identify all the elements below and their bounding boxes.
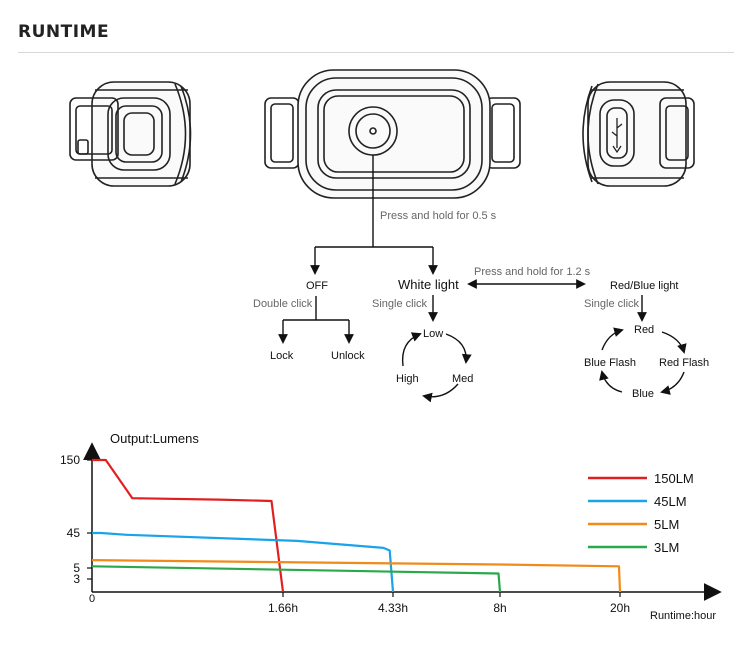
off-label: OFF xyxy=(306,280,328,292)
title-divider xyxy=(18,52,734,53)
y-tick-label: 150 xyxy=(60,453,80,467)
x-tick-label: 4.33h xyxy=(378,601,408,615)
series-line-150lm xyxy=(92,458,285,593)
single-click-white-label: Single click xyxy=(372,298,428,310)
lock-label: Lock xyxy=(270,350,294,362)
y-tick-label: 3 xyxy=(73,572,80,586)
press-hold-short-label: Press and hold for 0.5 s xyxy=(380,210,497,222)
mode-blue-flash-label: Blue Flash xyxy=(584,357,636,369)
unlock-label: Unlock xyxy=(331,350,365,362)
y-tick-label: 45 xyxy=(67,526,81,540)
x-tick-label: 8h xyxy=(493,601,506,615)
device-front-illustration xyxy=(264,69,521,199)
x-axis-label: Runtime:hour xyxy=(650,610,716,622)
mode-red-label: Red xyxy=(634,324,654,336)
press-hold-long-label: Press and hold for 1.2 s xyxy=(474,266,591,278)
series-line-3lm xyxy=(91,565,502,593)
y-tick-label: 5 xyxy=(73,561,80,575)
device-side-left-illustration xyxy=(69,81,192,187)
mode-blue-label: Blue xyxy=(632,388,654,400)
flow-labels: Press and hold for 0.5 s Press and hold … xyxy=(253,210,709,400)
y-axis-label: Output:Lumens xyxy=(110,431,199,446)
series-line-5lm xyxy=(91,559,622,593)
page-title: RUNTIME xyxy=(18,22,110,42)
red-blue-light-label: Red/Blue light xyxy=(610,280,679,292)
series-line-45lm xyxy=(92,531,395,593)
legend-label: 150LM xyxy=(654,471,694,486)
legend-label: 3LM xyxy=(654,540,679,555)
double-click-label: Double click xyxy=(253,298,313,310)
single-click-red-label: Single click xyxy=(584,298,640,310)
runtime-chart: Output:Lumens Runtime:hour 150 45 53 0 1.66… xyxy=(60,431,722,622)
white-light-label: White light xyxy=(398,277,459,292)
x-tick-label: 20h xyxy=(610,601,630,615)
mode-med-label: Med xyxy=(452,373,473,385)
device-side-right-illustration xyxy=(582,81,695,187)
mode-high-label: High xyxy=(396,373,419,385)
legend-label: 5LM xyxy=(654,517,679,532)
legend-label: 45LM xyxy=(654,494,687,509)
mode-low-label: Low xyxy=(423,328,443,340)
x-tick-label: 0 xyxy=(89,593,95,605)
mode-red-flash-label: Red Flash xyxy=(659,357,709,369)
x-tick-label: 1.66h xyxy=(268,601,298,615)
flow-diagram xyxy=(278,155,687,403)
